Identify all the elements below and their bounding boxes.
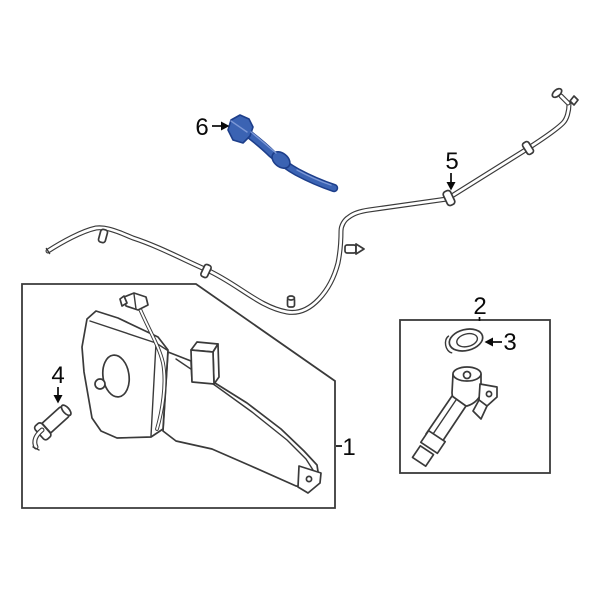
part-1-box xyxy=(21,283,336,509)
part-6-nozzle-drawing xyxy=(227,114,339,193)
hose-left-end-cap xyxy=(45,247,51,255)
bracket-hole xyxy=(305,475,313,483)
vent-elbow-nub xyxy=(119,295,128,307)
reservoir-filler-tower xyxy=(190,341,220,385)
hose-clip xyxy=(200,263,212,279)
neck-end-piece xyxy=(411,444,435,468)
hose-end-fitting xyxy=(551,87,579,106)
hose-branch-connector xyxy=(344,243,365,255)
part-4-elbow xyxy=(32,427,45,451)
part-1-reservoir-drawing xyxy=(81,292,322,494)
part-3-cap-drawing xyxy=(444,328,484,354)
hose-clip xyxy=(521,140,535,156)
part-4-end-cap xyxy=(60,404,72,417)
tower-front-face xyxy=(190,349,215,385)
neck-bracket xyxy=(472,383,498,420)
reservoir-pump-recess xyxy=(101,354,131,398)
reservoir-vent-tube xyxy=(119,292,167,431)
reservoir-port-circle xyxy=(94,378,106,390)
reservoir-body xyxy=(162,351,320,489)
cap-outer-ring xyxy=(448,328,484,352)
fitting-tip xyxy=(551,87,563,99)
callout-4: 4 xyxy=(51,362,65,404)
reservoir-recess-oval xyxy=(101,354,131,398)
part-1-box-outline xyxy=(21,283,336,509)
hose-path xyxy=(45,101,572,315)
hose-clip xyxy=(97,228,109,244)
nozzle-head xyxy=(227,114,254,144)
reservoir-left-tank-inner-edge xyxy=(150,342,157,437)
cap-inner-ring xyxy=(456,332,479,348)
callout-1-label[interactable]: 1 xyxy=(342,434,355,461)
part-5-hose-drawing xyxy=(45,87,579,315)
callouts: 6 5 4 1 2 3 xyxy=(51,114,516,461)
callout-5-label[interactable]: 5 xyxy=(445,148,458,175)
callout-6: 6 xyxy=(195,114,230,141)
nozzle-valve-bulge xyxy=(271,151,291,169)
neck-top-hole xyxy=(462,370,472,380)
fitting-nub xyxy=(569,95,579,106)
neck-bracket-flange xyxy=(472,399,488,420)
callout-6-label[interactable]: 6 xyxy=(195,114,208,141)
reservoir-mount-bracket xyxy=(297,465,322,494)
vent-elbow-fitting xyxy=(123,292,149,311)
callout-2-label[interactable]: 2 xyxy=(473,293,486,320)
part-2-box-outline xyxy=(399,319,551,474)
callout-1: 1 xyxy=(336,434,356,461)
neck-collar xyxy=(419,429,447,455)
part-2-box xyxy=(399,319,551,474)
part-5-clip xyxy=(442,189,456,207)
neck-bracket-hole xyxy=(485,390,493,398)
callout-5: 5 xyxy=(445,148,459,191)
callout-4-label[interactable]: 4 xyxy=(51,362,64,389)
cap-tab xyxy=(444,335,453,354)
callout-2: 2 xyxy=(473,293,487,321)
part-2-filler-neck-drawing xyxy=(411,366,498,468)
hose-stub-connector xyxy=(286,295,296,308)
callout-3: 3 xyxy=(484,329,517,356)
part-4-drawing xyxy=(32,404,72,451)
callout-3-label[interactable]: 3 xyxy=(503,329,516,356)
